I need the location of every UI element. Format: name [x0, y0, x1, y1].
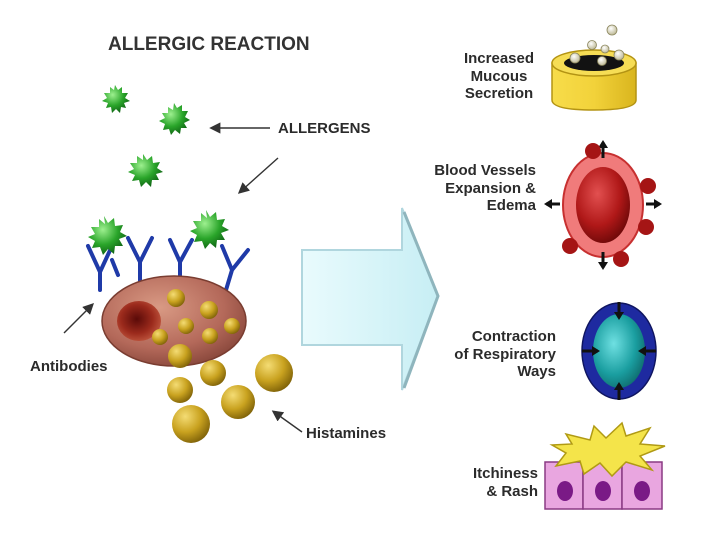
allergen-particle [128, 154, 163, 187]
bound-allergen [88, 216, 127, 255]
allergens-pointer-2 [237, 157, 279, 194]
antibody-y [126, 236, 154, 284]
histamine [221, 385, 255, 419]
effect-line: Ways [517, 363, 556, 381]
antibodies-pointer [63, 303, 94, 334]
mast-cell-nucleus [117, 301, 161, 341]
diagram-title: ALLERGIC REACTION [108, 34, 310, 55]
effect-line: Itchiness [472, 465, 538, 482]
histamine [200, 360, 226, 386]
reaction-arrow-shadow [402, 211, 440, 389]
granule [202, 328, 218, 344]
allergens-label: ALLERGENS [278, 120, 371, 137]
effect-itchiness-label: Itchiness & Rash [440, 465, 538, 500]
histamine [168, 344, 192, 368]
effect-respiratory-label: Contraction of Respiratory Ways [420, 328, 556, 381]
allergen-particle [159, 103, 190, 135]
effect-line: of Respiratory [454, 345, 556, 363]
antibody-y [220, 244, 250, 292]
histamine [172, 405, 210, 443]
effect-line: Blood Vessels [434, 162, 536, 179]
allergen-particle [102, 85, 130, 113]
histamine [167, 377, 193, 403]
reaction-arrow [301, 207, 440, 391]
histamines-label: Histamines [306, 425, 387, 442]
effect-line: Expansion & [445, 179, 536, 197]
effect-line: Mucous [470, 67, 528, 85]
granule [178, 318, 194, 334]
antibodies [86, 236, 250, 292]
blood-vessel-icon [544, 140, 662, 270]
released-histamines [167, 344, 293, 443]
effect-line: Secretion [464, 85, 534, 103]
antibody-y [86, 244, 114, 292]
effect-mucous-label: Increased Mucous Secretion [448, 50, 550, 103]
skin-rash-icon [544, 421, 666, 510]
granule [224, 318, 240, 334]
effect-line: Contraction [471, 328, 556, 345]
bound-allergen [190, 210, 229, 249]
free-allergens [102, 85, 190, 187]
airway-icon [581, 302, 657, 400]
granule [152, 329, 168, 345]
mast-cell-group [86, 210, 250, 367]
effect-line: Edema [486, 197, 536, 215]
effect-blood-vessel-label: Blood Vessels Expansion & Edema [396, 162, 536, 215]
antibodies-label: Antibodies [30, 358, 108, 375]
effect-line: & Rash [486, 482, 538, 500]
histamines-pointer [271, 410, 303, 433]
granule [167, 289, 185, 307]
mucous-cup-icon [551, 24, 637, 111]
antibody-stub [110, 258, 120, 277]
effect-line: Increased [463, 50, 535, 67]
granule [200, 301, 218, 319]
histamine-granules [152, 289, 240, 345]
histamine [255, 354, 293, 392]
